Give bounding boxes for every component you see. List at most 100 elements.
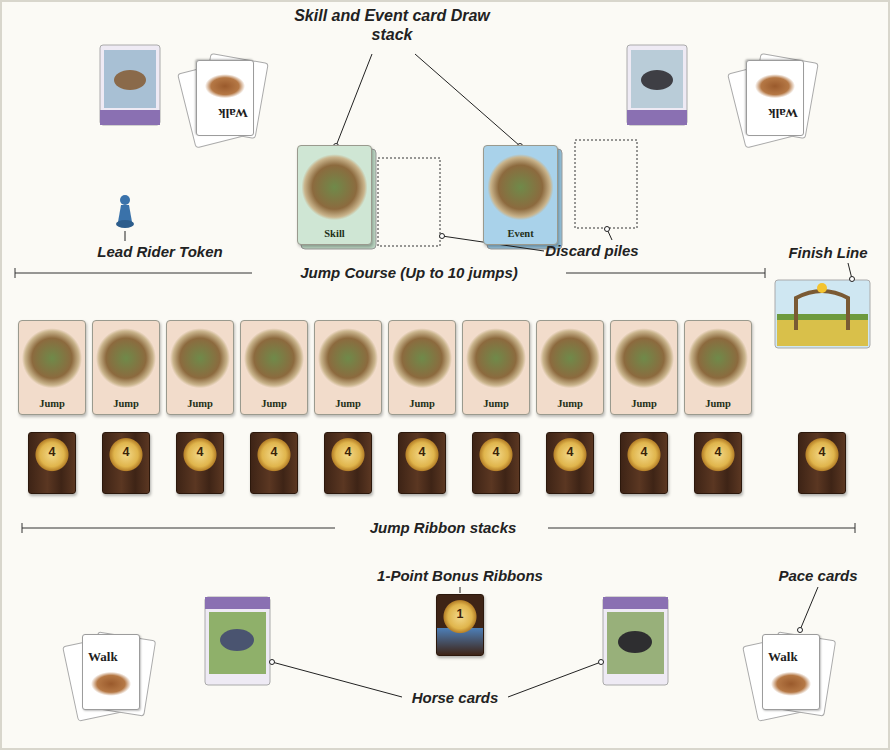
horse-figure — [618, 631, 652, 653]
pace-card: Walk — [82, 634, 140, 710]
card-text: 4 — [103, 445, 149, 459]
horse-card-image — [607, 612, 664, 674]
ribbon-stack: 4 — [102, 432, 150, 494]
horse-card-body — [100, 45, 160, 125]
horse-card — [603, 597, 668, 685]
discard-pile — [575, 140, 637, 228]
card-text: Jump — [19, 398, 85, 409]
card-text: Jump — [389, 398, 455, 409]
horse-card-band — [205, 597, 270, 609]
ribbon-stack: 4 — [176, 432, 224, 494]
bracket-tick — [855, 523, 856, 533]
jump-card: Jump — [166, 320, 234, 415]
card-text: 4 — [473, 445, 519, 459]
jump-card: Jump — [536, 320, 604, 415]
horse-card-image — [104, 50, 156, 108]
card-text: Walk — [768, 649, 798, 665]
bonus-ribbon-stack: 1 — [436, 594, 484, 656]
bracket-tick — [765, 268, 766, 278]
section-label: Jump Course (Up to 10 jumps) — [300, 264, 518, 282]
leader-line — [800, 587, 818, 630]
ribbon-stack: 4 — [620, 432, 668, 494]
callout-title: Skill and Event card Draw stack — [292, 6, 492, 44]
jump-card: Jump — [610, 320, 678, 415]
leader-dot — [270, 660, 275, 665]
leader-line — [460, 587, 461, 593]
leader-line — [125, 231, 126, 241]
card-text: 4 — [547, 445, 593, 459]
ribbon-stack: 4 — [250, 432, 298, 494]
card-text: Event — [484, 228, 557, 239]
leader-line — [272, 662, 402, 697]
lead-rider-token — [116, 195, 134, 228]
bracket-line — [15, 273, 252, 274]
card-text: 4 — [621, 445, 667, 459]
horse-card-image — [209, 612, 266, 674]
card-text: 4 — [399, 445, 445, 459]
horse-card-image — [631, 50, 683, 108]
token-body — [118, 205, 132, 222]
horse-card — [100, 45, 160, 125]
callout-label: 1-Point Bonus Ribbons — [377, 567, 543, 585]
card-text: Jump — [537, 398, 603, 409]
jump-card: Jump — [240, 320, 308, 415]
pace-card: Walk — [746, 60, 804, 136]
token-head — [120, 195, 130, 205]
ribbon-stack: 4 — [694, 432, 742, 494]
leader-dot — [605, 227, 610, 232]
finish-grass — [777, 314, 868, 320]
card-text: Walk — [88, 649, 118, 665]
horse-card-band — [603, 597, 668, 609]
bracket-line — [566, 273, 765, 274]
jump-card: Jump — [92, 320, 160, 415]
finish-ground — [777, 318, 868, 346]
horse-card — [205, 597, 270, 685]
jump-card: Jump — [388, 320, 456, 415]
horse-card-body — [205, 597, 270, 685]
card-text: 1 — [437, 607, 483, 621]
card-text: Jump — [685, 398, 751, 409]
leader-dot — [440, 234, 445, 239]
card-text: 4 — [695, 445, 741, 459]
jump-card: Jump — [462, 320, 530, 415]
horse-card-body — [627, 45, 687, 125]
course-bracket — [15, 268, 855, 533]
leader-line — [415, 54, 520, 146]
token-base — [116, 220, 134, 228]
ribbon-stack: 4 — [324, 432, 372, 494]
skill-deck: Skill — [297, 145, 372, 245]
finish-arch — [796, 291, 848, 330]
card-text: Jump — [611, 398, 677, 409]
bracket-tick — [15, 268, 16, 278]
bracket-tick — [22, 523, 23, 533]
card-text: 4 — [177, 445, 223, 459]
card-text: 4 — [251, 445, 297, 459]
bracket-line — [22, 528, 335, 529]
ribbon-stack: 4 — [398, 432, 446, 494]
bracket-line — [548, 528, 855, 529]
ribbon-stack: 4 — [472, 432, 520, 494]
callout-label: Discard piles — [545, 242, 638, 260]
ribbon-stack: 4 — [546, 432, 594, 494]
leader-line — [508, 662, 601, 697]
ribbon-stack: 4 — [798, 432, 846, 494]
card-text: Jump — [463, 398, 529, 409]
horse-card-body — [603, 597, 668, 685]
pace-card: Walk — [196, 60, 254, 136]
finish-card-body — [775, 280, 870, 348]
leader-dot — [599, 660, 604, 665]
section-label: Jump Ribbon stacks — [370, 519, 517, 537]
horse-card-band — [627, 110, 687, 125]
leader-dot — [798, 628, 803, 633]
callout-label: Pace cards — [778, 567, 857, 585]
jump-card: Jump — [314, 320, 382, 415]
finish-sun — [817, 283, 827, 293]
horse-card-band — [100, 110, 160, 125]
horse-figure — [641, 70, 673, 90]
card-text: Walk — [768, 105, 798, 121]
horse-card — [627, 45, 687, 125]
card-text: Walk — [218, 105, 248, 121]
card-text: 4 — [29, 445, 75, 459]
